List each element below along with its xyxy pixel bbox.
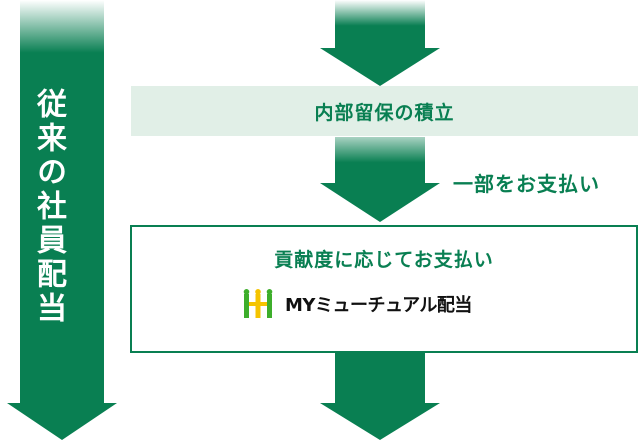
contribution-payment-title: 貢献度に応じてお支払い — [274, 249, 494, 271]
my-mutual-logo-text: MYミューチュアル配当 — [285, 295, 472, 316]
contribution-payment-box: 貢献度に応じてお支払い MYミューチュアル配当 — [130, 225, 638, 353]
three-people-icon — [243, 289, 273, 318]
retained-earnings-band: 内部留保の積立 — [131, 86, 638, 136]
retained-earnings-label: 内部留保の積立 — [314, 101, 455, 124]
my-mutual-logo: MYミューチュアル配当 — [243, 289, 472, 319]
conventional-dividend-label: 従来の社員配当 — [31, 88, 66, 326]
partial-payment-label: 一部をお支払い — [453, 172, 600, 196]
